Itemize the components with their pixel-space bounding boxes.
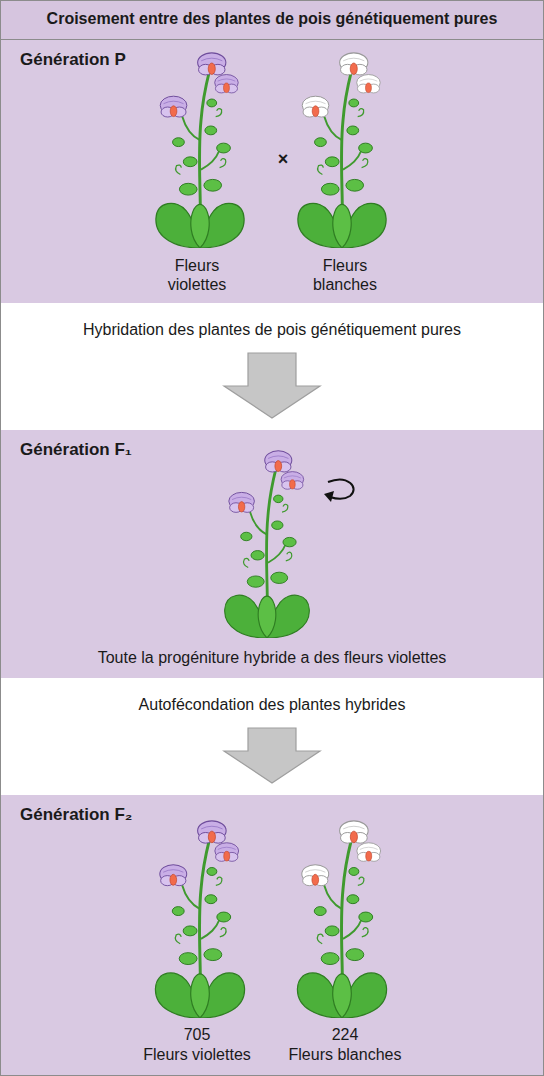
plant-label: 224	[285, 1025, 405, 1044]
generation-panel: Génération F₂	[0, 795, 544, 1076]
plant-label: ×	[268, 150, 298, 169]
generation-heading: Génération F₁	[20, 440, 132, 460]
block-arrow	[224, 728, 320, 783]
title-band: Croisement entre des plantes de pois gén…	[0, 0, 544, 40]
plant-label: 705	[137, 1025, 257, 1044]
block-arrow-shape	[224, 728, 320, 783]
generation-heading: Génération F₂	[20, 805, 132, 825]
plant-label: Fleurs violettes	[117, 1045, 277, 1064]
generation-panel: Génération P	[0, 40, 544, 303]
plant-label: Toute la progéniture hybride a des fleur…	[12, 648, 532, 667]
plant-label: Fleurs blanches	[300, 256, 390, 294]
block-arrow	[224, 353, 320, 418]
step-label: Autofécondation des plantes hybrides	[10, 695, 534, 714]
generation-heading: Génération P	[20, 50, 126, 70]
plant-label: Fleurs violettes	[152, 256, 242, 294]
title-text: Croisement entre des plantes de pois gén…	[10, 10, 534, 28]
step-label: Hybridation des plantes de pois génétiqu…	[10, 320, 534, 339]
block-arrow-shape	[224, 353, 320, 418]
plant-label: Fleurs blanches	[265, 1045, 425, 1064]
